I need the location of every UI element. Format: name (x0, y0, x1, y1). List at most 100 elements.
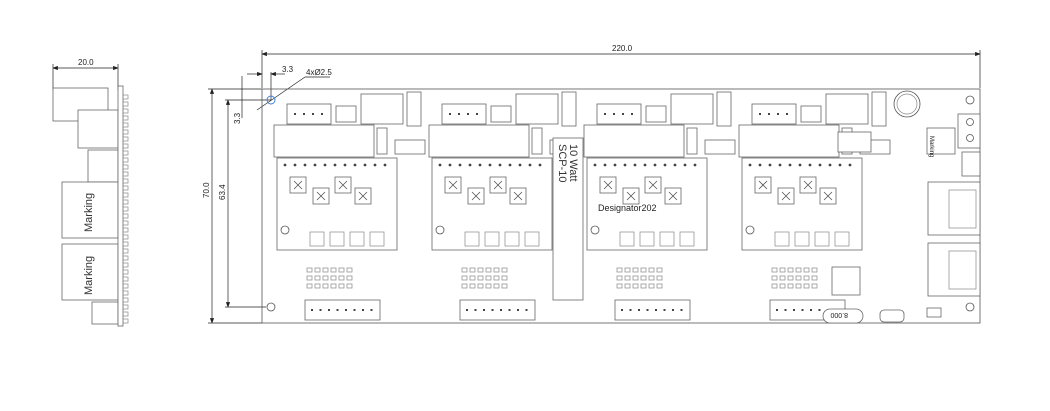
ic (394, 139, 426, 155)
terminal-block-2pin (957, 113, 981, 149)
pin (483, 309, 485, 311)
via (633, 163, 637, 167)
connector-2pin (335, 105, 357, 123)
pin (345, 309, 347, 311)
smd (640, 283, 647, 289)
x-mark (316, 191, 326, 201)
side-component (122, 290, 129, 296)
component (834, 231, 850, 247)
x-mark (493, 180, 503, 190)
dimensions: 220.0 70.0 63.4 3.3 3.3 4xØ2.5 (202, 44, 981, 324)
relay-pins (686, 127, 698, 155)
relay (273, 124, 375, 158)
pcb-top-view: SCP-10 10 Watt Designator202 Marking 8.0… (261, 88, 981, 324)
connector-header (515, 93, 559, 125)
x-mark (358, 191, 368, 201)
smd (322, 267, 329, 273)
pin (467, 113, 469, 115)
hole-offset-y-dimension: 3.3 (233, 112, 242, 124)
via (613, 163, 617, 167)
smd (811, 283, 818, 289)
pin (517, 309, 519, 311)
fiducial (435, 225, 445, 235)
pin (776, 309, 778, 311)
hole-offset-x-dimension: 3.3 (282, 65, 294, 74)
component (329, 231, 345, 247)
smd (314, 283, 321, 289)
pin (525, 309, 528, 311)
microcontroller-qfp (831, 266, 861, 296)
via (673, 163, 677, 167)
micro-usb-connector (879, 309, 905, 323)
pin (474, 309, 477, 311)
side-component (122, 297, 129, 303)
side-component (122, 192, 129, 198)
crystal-oscillator (822, 308, 864, 324)
smd (469, 267, 476, 273)
pin (321, 113, 323, 115)
pin (458, 113, 460, 115)
side-component (122, 101, 129, 107)
fiducial (745, 225, 755, 235)
via (603, 163, 607, 167)
smd (779, 275, 786, 281)
fiducial (590, 225, 600, 235)
daughter-card (586, 157, 708, 251)
power-module-rating: 10 Watt (567, 144, 579, 182)
via (488, 163, 492, 167)
pin (362, 309, 364, 311)
via (663, 163, 667, 167)
via (693, 163, 697, 167)
smd (322, 283, 329, 289)
smd (656, 275, 663, 281)
pin (604, 113, 606, 115)
side-view: 20.0 Marking Marking (52, 58, 129, 327)
component (504, 231, 520, 247)
relay-pins (376, 127, 388, 155)
side-component (122, 248, 129, 254)
smd (779, 267, 786, 273)
connector-side (406, 91, 422, 127)
connector-2pin (490, 105, 512, 123)
smd (306, 283, 313, 289)
smd (648, 283, 655, 289)
smd (461, 267, 468, 273)
via (283, 163, 287, 167)
x-mark (513, 191, 523, 201)
battery-holder (893, 90, 921, 118)
side-rj45-lower (61, 243, 119, 301)
smd (811, 275, 818, 281)
side-component (122, 220, 129, 226)
smd (803, 283, 810, 289)
side-component (122, 283, 129, 289)
x-mark (338, 180, 348, 190)
power-module-label: SCP-10 (556, 144, 568, 183)
rj45-jack-lower (927, 242, 981, 297)
pin (353, 309, 356, 311)
x-mark (823, 191, 833, 201)
via (808, 163, 812, 167)
hole-span-dimension: 63.4 (218, 184, 227, 200)
ic-soic (837, 131, 872, 153)
side-component (122, 164, 129, 170)
connector-side (871, 91, 887, 127)
smd (771, 275, 778, 281)
via (528, 163, 532, 167)
inductor-marking: Marking (928, 136, 934, 157)
relay (738, 124, 840, 158)
smd (501, 267, 508, 273)
pin (663, 309, 666, 311)
smd (314, 267, 321, 273)
terminal-block-small (961, 151, 981, 177)
side-component (122, 318, 129, 324)
via (498, 163, 502, 167)
connector-4pin (596, 103, 642, 125)
smd (656, 267, 663, 273)
via (333, 163, 337, 167)
smd (306, 267, 313, 273)
smd (624, 267, 631, 273)
mounting-hole-bottom-right (965, 302, 975, 312)
smd (640, 267, 647, 273)
pin (508, 309, 511, 311)
via (788, 163, 792, 167)
